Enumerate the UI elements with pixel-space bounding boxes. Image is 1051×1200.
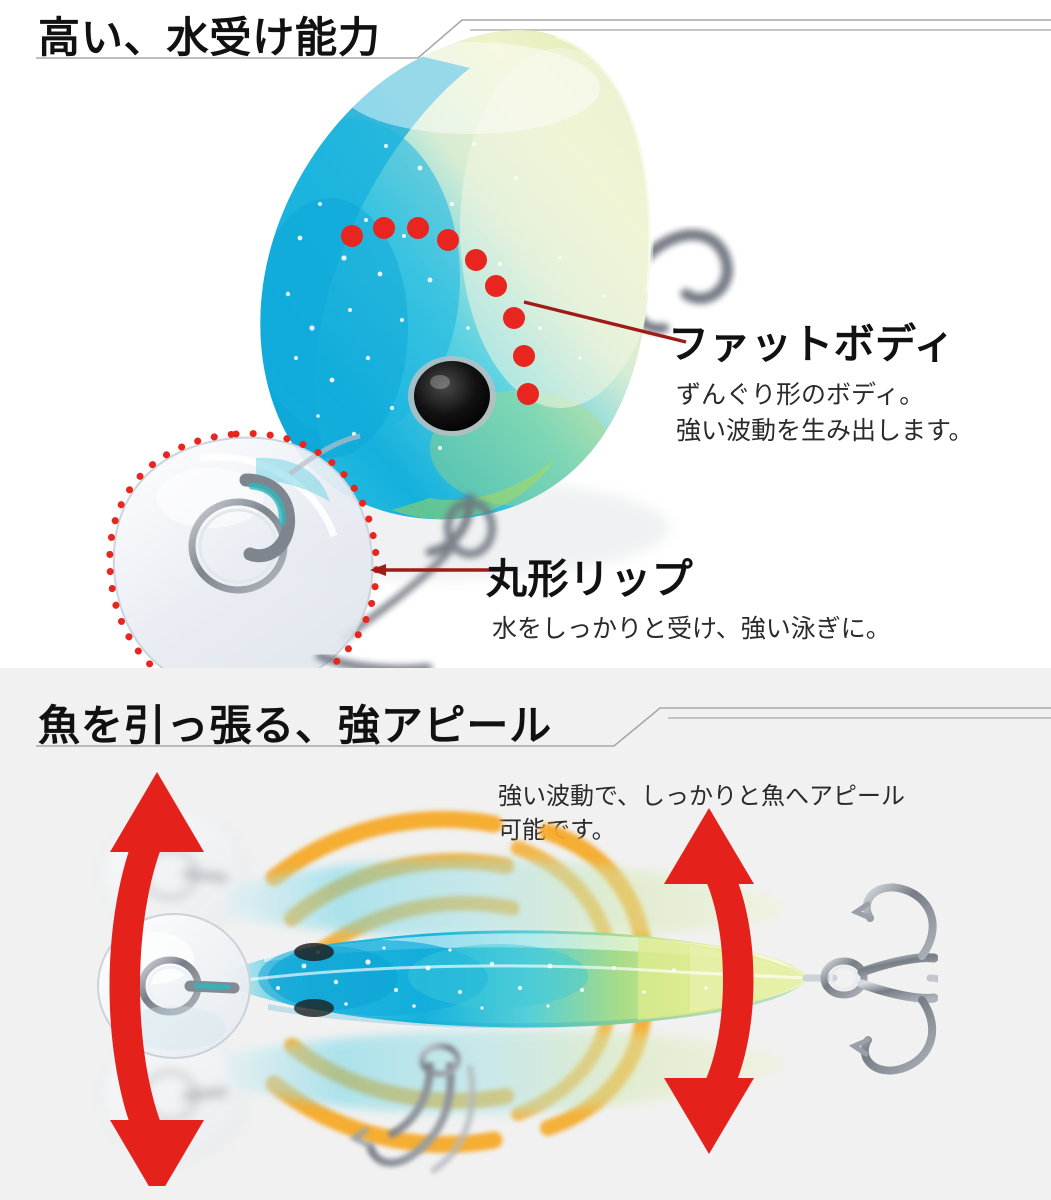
round-lip-shape [112,433,374,694]
leader-line-round-lip [368,556,503,584]
leader-line-fat-body [520,296,690,356]
appeal-description: 強い波動で、しっかりと魚へアピール 可能です。 [498,784,906,845]
callout-body-round-lip: 水をしっかりと受け、強い泳ぎに。 [492,616,891,643]
page-title-bottom: 魚を引っ張る、強アピール [38,701,553,750]
callout-title-fat-body: ファットボディ [668,320,955,368]
page-title-top: 高い、水受け能力 [38,13,381,62]
callout-body-fat-body: ずんぐり形のボディ。 強い波動を生み出します。 [676,382,974,445]
callout-title-round-lip: 丸形リップ [486,555,694,603]
section-top: 高い、水受け能力 [36,13,1051,702]
lure-eye [408,356,496,436]
